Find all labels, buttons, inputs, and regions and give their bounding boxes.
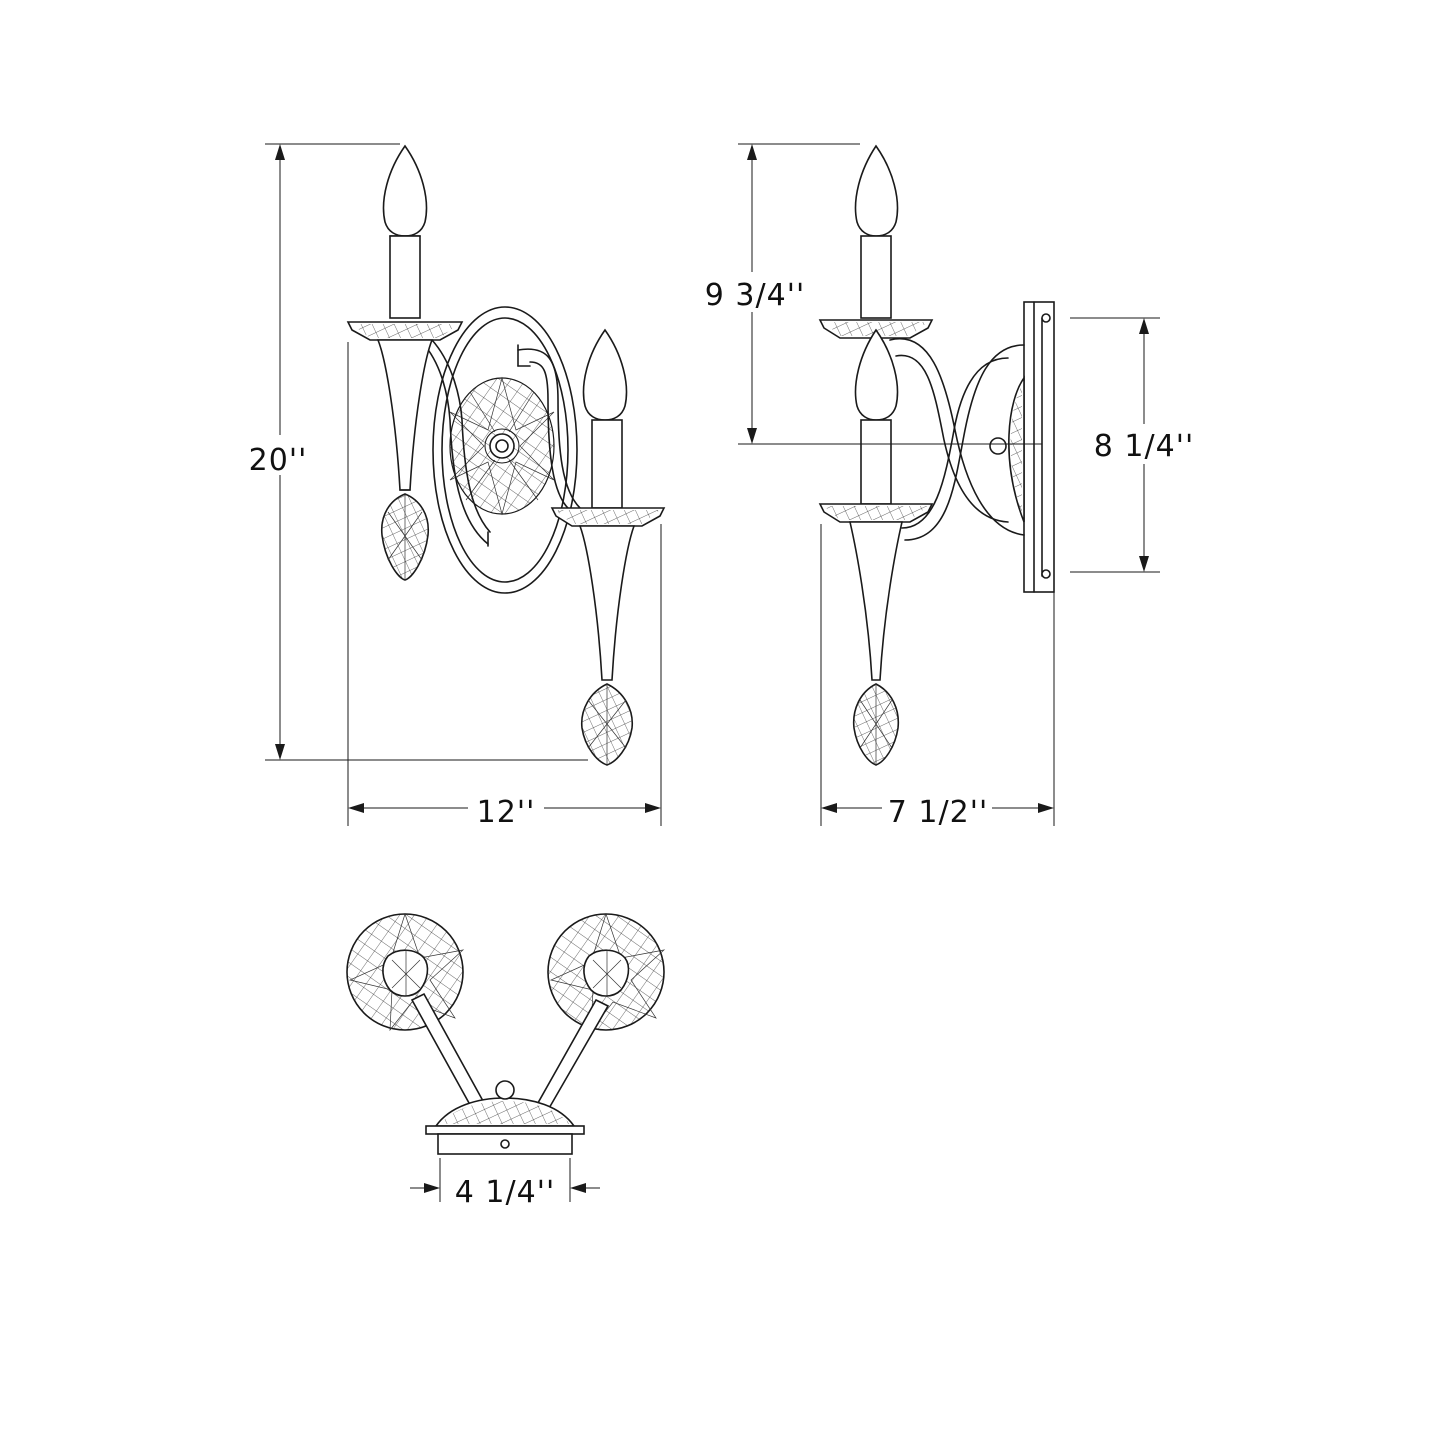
dimension-backplate-height-label: 8 1/4'' <box>1094 429 1194 464</box>
side-crystal <box>852 683 900 766</box>
dimension-extension-label: 7 1/2'' <box>888 795 988 830</box>
front-view: 20'' 12'' <box>249 143 666 830</box>
side-backplate <box>989 301 1055 593</box>
front-right-candle <box>550 328 666 681</box>
front-left-crystal <box>380 493 430 581</box>
dimension-width: 12'' <box>347 342 662 830</box>
top-right-disc <box>547 912 666 1032</box>
front-backplate <box>432 306 578 594</box>
side-upper-candle <box>818 144 934 339</box>
dimension-height: 20'' <box>249 143 588 761</box>
top-view: 4 1/4'' <box>346 912 666 1210</box>
front-left-candle <box>346 144 464 491</box>
dimension-backplate-height: 8 1/4'' <box>1070 317 1200 573</box>
front-right-arm <box>517 344 581 511</box>
front-left-arm <box>421 339 491 547</box>
front-right-crystal <box>581 683 633 766</box>
dimension-width-label: 12'' <box>477 795 536 830</box>
side-arms <box>889 337 1025 541</box>
dimension-backplate-width-label: 4 1/4'' <box>455 1175 555 1210</box>
top-left-disc <box>346 912 465 1032</box>
dimension-backplate-width: 4 1/4'' <box>410 1158 600 1210</box>
side-view: 9 3/4'' 8 1/4'' 7 1/2'' <box>700 143 1200 830</box>
side-lower-candle <box>818 328 934 681</box>
dimension-center-height: 9 3/4'' <box>700 143 1042 445</box>
dimension-height-label: 20'' <box>249 443 308 478</box>
dimension-center-height-label: 9 3/4'' <box>705 278 805 313</box>
top-canopy <box>425 1080 585 1155</box>
dimension-extension: 7 1/2'' <box>820 524 1055 830</box>
